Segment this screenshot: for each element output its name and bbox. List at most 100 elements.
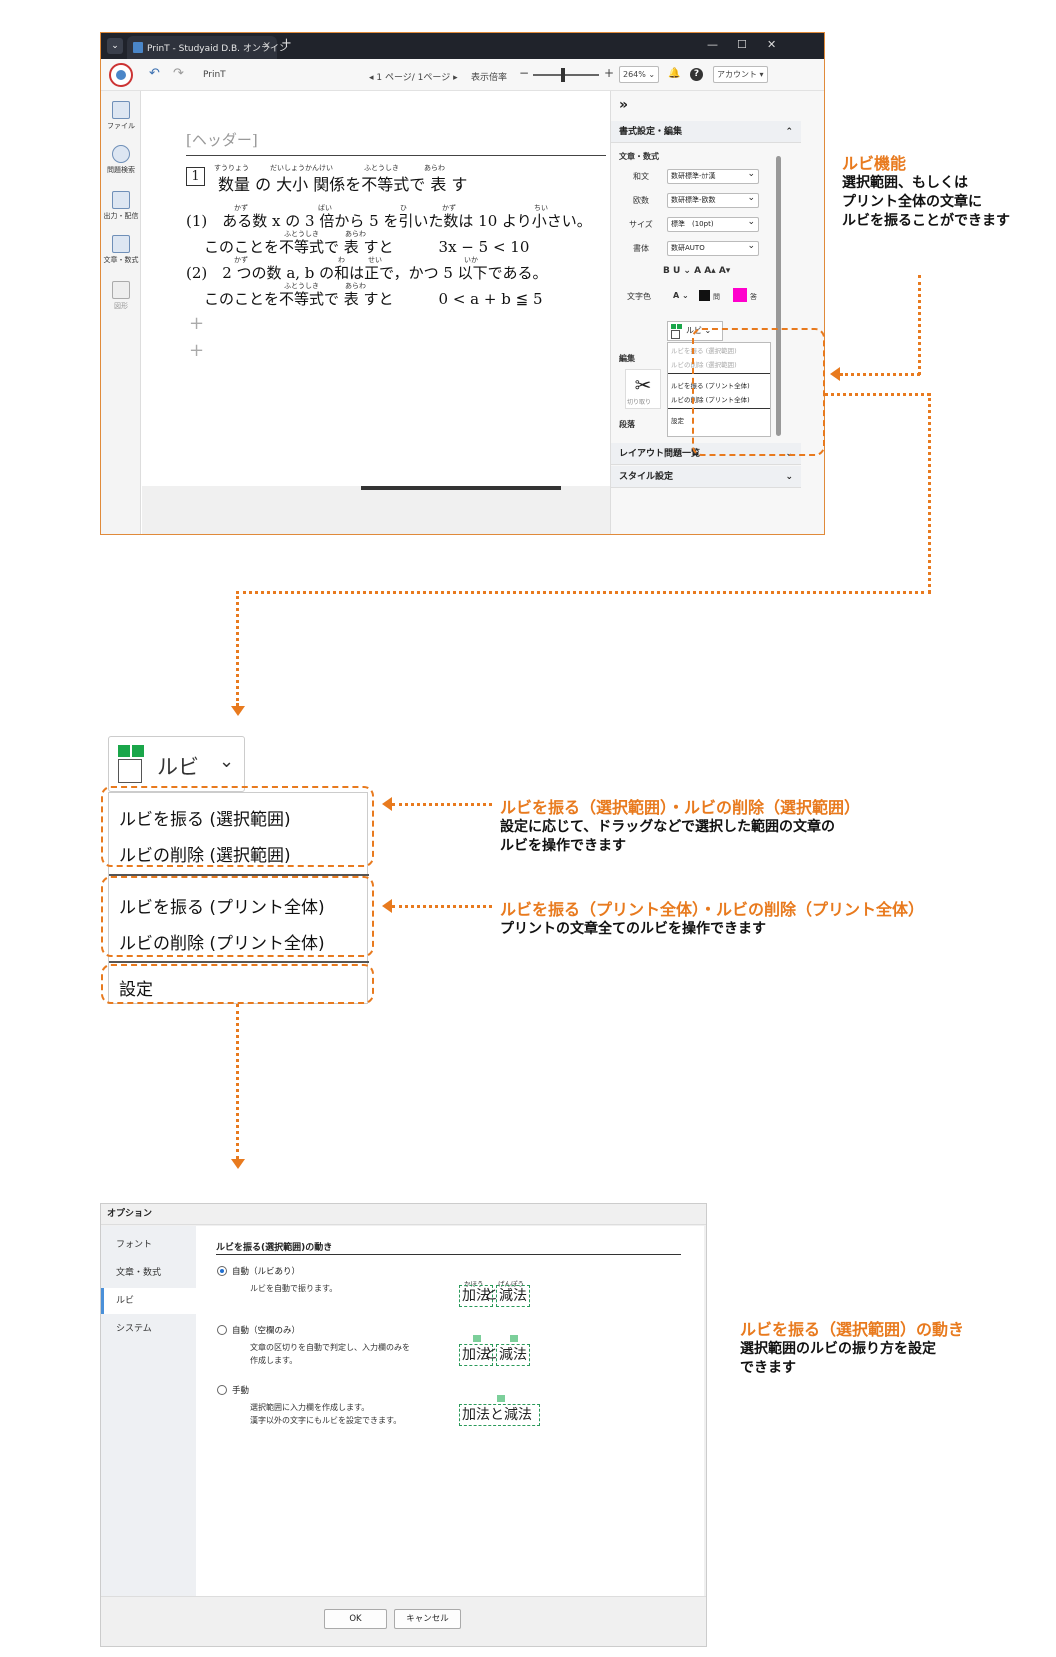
- example-ruby: げんぽう: [498, 1280, 524, 1288]
- black-swatch[interactable]: [699, 290, 710, 301]
- answer-1[interactable]: このことを不等式で 表 すと 3x − 5 < 10: [204, 238, 530, 256]
- zoom-select[interactable]: 264% ⌄: [619, 66, 660, 83]
- callout-title: ルビを振る（プリント全体）・ルビの削除（プリント全体）: [500, 900, 925, 919]
- option-label[interactable]: 手動: [232, 1386, 250, 1396]
- sidebar-item-search[interactable]: 問題検索: [101, 145, 141, 175]
- tab-close-icon[interactable]: ×: [262, 40, 271, 51]
- answer-2[interactable]: このことを不等式で 表 すと 0 < a + b ≦ 5: [204, 290, 543, 308]
- size-select[interactable]: 標準 (10pt): [667, 216, 759, 232]
- ruby-text: あらわ: [424, 164, 445, 172]
- ruby-icon: [132, 745, 144, 757]
- menu-settings[interactable]: 設定: [119, 980, 153, 1000]
- app-page-icon: [133, 42, 143, 53]
- zoom-in-button[interactable]: +: [604, 66, 615, 80]
- option-label[interactable]: 自動（空欄のみ）: [232, 1326, 301, 1336]
- zoom-out-button[interactable]: −: [519, 66, 530, 80]
- maximize-icon[interactable]: ☐: [737, 38, 747, 51]
- mini-apply-whole[interactable]: ルビを振る (プリント全体): [671, 382, 750, 390]
- question-2[interactable]: (2) 2 つの数 a, b の和は正で，かつ 5 以下である。: [186, 264, 548, 282]
- file-icon: [112, 101, 130, 119]
- add-row-icon[interactable]: +: [189, 313, 205, 334]
- collapse-panel-icon[interactable]: »: [619, 97, 629, 113]
- menu-apply-whole[interactable]: ルビを振る (プリント全体): [119, 898, 325, 918]
- example-word: 減法: [496, 1285, 530, 1307]
- page-indicator[interactable]: ◂ 1 ページ/ 1ページ ▸: [369, 73, 458, 83]
- callout-whole: ルビを振る（プリント全体）・ルビの削除（プリント全体） プリントの文章全てのルビ…: [500, 896, 924, 939]
- connector: [392, 803, 492, 806]
- magenta-swatch[interactable]: [733, 288, 747, 302]
- undo-icon[interactable]: ↶: [149, 66, 160, 81]
- bell-icon[interactable]: 🔔: [668, 68, 681, 79]
- ruby-area-highlight: [692, 328, 825, 456]
- callout-body: ルビを操作できます: [500, 838, 626, 854]
- text-style-buttons[interactable]: B U ⌄ A A▴ A▾: [663, 266, 731, 276]
- panel-scrollbar[interactable]: [776, 156, 781, 436]
- ruby-dropdown-button[interactable]: ルビ ⌄: [108, 736, 245, 792]
- mini-settings[interactable]: 設定: [671, 417, 684, 425]
- header-placeholder[interactable]: [ヘッダー]: [186, 131, 258, 149]
- callout-behavior: ルビを振る（選択範囲）の動き 選択範囲のルビの振り方を設定 できます: [740, 1316, 964, 1378]
- zoom-label: 表示倍率: [471, 73, 508, 83]
- wabun-label: 和文: [633, 172, 649, 181]
- add-row-icon[interactable]: +: [189, 340, 205, 361]
- wabun-select[interactable]: 数研標準-ｶﾅ漢: [667, 168, 759, 184]
- binoculars-icon: [112, 145, 130, 163]
- radio-auto-ruby[interactable]: [217, 1266, 227, 1276]
- obun-select[interactable]: 数研標準-欧数: [667, 192, 759, 208]
- callout-body: 選択範囲のルビの振り方を設定: [740, 1341, 936, 1357]
- mini-delete-whole[interactable]: ルビの削除 (プリント全体): [668, 392, 770, 409]
- ruby-mini-icon: [671, 324, 676, 329]
- redo-icon[interactable]: ↷: [173, 66, 184, 81]
- mini-apply-selection[interactable]: ルビを振る (選択範囲): [671, 347, 737, 355]
- help-icon[interactable]: ?: [690, 68, 703, 81]
- document-canvas[interactable]: [ヘッダー] 1 すうりょう だいしょうかんけい ふとうしき あらわ 数量 の …: [142, 91, 612, 486]
- question-1[interactable]: (1) ある数 x の 3 倍から 5 を引いた数は 10 より小さい。: [186, 212, 592, 230]
- nav-system[interactable]: システム: [116, 1324, 152, 1334]
- left-sidebar: ファイル 問題検索 出力・配信 文章・数式 図形: [101, 91, 141, 534]
- option-label[interactable]: 自動（ルビあり）: [232, 1267, 301, 1277]
- section-format-edit[interactable]: 書式設定・編集 ⌃: [611, 121, 801, 143]
- ruby-text: ふとうしき: [284, 282, 319, 290]
- nav-font[interactable]: フォント: [116, 1240, 153, 1250]
- sidebar-item-file[interactable]: ファイル: [101, 101, 141, 131]
- minimize-icon[interactable]: —: [707, 38, 718, 51]
- whole-group-highlight: [101, 876, 374, 957]
- arrow-left-icon: [382, 797, 392, 811]
- section-rule: [216, 1254, 681, 1255]
- font-color-button[interactable]: A ⌄: [673, 291, 689, 300]
- callout-title: ルビ機能: [842, 154, 907, 173]
- mini-delete-selection[interactable]: ルビの削除 (選択範囲): [668, 357, 770, 374]
- section-style-settings[interactable]: スタイル設定 ⌄: [611, 466, 801, 488]
- account-menu[interactable]: アカウント ▾: [713, 66, 768, 83]
- sidebar-item-text-math[interactable]: 文章・数式: [101, 235, 141, 265]
- question-title[interactable]: 数量 の 大小 関係を不等式で 表 す: [218, 175, 468, 194]
- new-tab-button[interactable]: +: [281, 36, 292, 51]
- horizontal-scrollbar[interactable]: [361, 486, 561, 490]
- tab-menu-chevron-icon[interactable]: ⌄: [107, 38, 123, 54]
- example-selection: 加法と減法: [459, 1404, 540, 1426]
- sidebar-item-shapes[interactable]: 図形: [101, 281, 141, 311]
- ok-button[interactable]: OK: [324, 1609, 387, 1629]
- text-math-icon: [112, 235, 130, 253]
- callout-body: 設定に応じて、ドラッグなどで選択した範囲の文章の: [500, 819, 836, 835]
- nav-text-math[interactable]: 文章・数式: [116, 1268, 162, 1278]
- scissors-icon[interactable]: ✂: [625, 369, 661, 409]
- ruby-text: いか: [464, 256, 478, 264]
- menu-delete-whole[interactable]: ルビの削除 (プリント全体): [119, 934, 325, 954]
- window-close-icon[interactable]: ✕: [767, 38, 777, 51]
- ruby-icon: [118, 759, 142, 783]
- radio-auto-blank[interactable]: [217, 1325, 227, 1335]
- dialog-footer: OK キャンセル: [101, 1596, 706, 1646]
- radio-manual[interactable]: [217, 1385, 227, 1395]
- cancel-button[interactable]: キャンセル: [394, 1609, 461, 1629]
- menu-delete-selection[interactable]: ルビの削除 (選択範囲): [119, 846, 291, 866]
- nav-ruby[interactable]: ルビ: [101, 1288, 196, 1314]
- browser-tab[interactable]: PrinT - Studyaid D.B. オンライン ×: [127, 36, 288, 59]
- section-title: レイアウト問題一覧: [619, 449, 701, 459]
- toolbar: ↶ ↷ PrinT ◂ 1 ページ/ 1ページ ▸ 表示倍率 − + 264% …: [101, 59, 824, 91]
- zoom-slider-track[interactable]: [533, 74, 599, 76]
- menu-apply-selection[interactable]: ルビを振る (選択範囲): [119, 810, 291, 830]
- sidebar-item-output[interactable]: 出力・配信: [101, 191, 141, 221]
- font-select[interactable]: 数研AUTO: [667, 240, 759, 256]
- zoom-slider-thumb[interactable]: [561, 68, 565, 82]
